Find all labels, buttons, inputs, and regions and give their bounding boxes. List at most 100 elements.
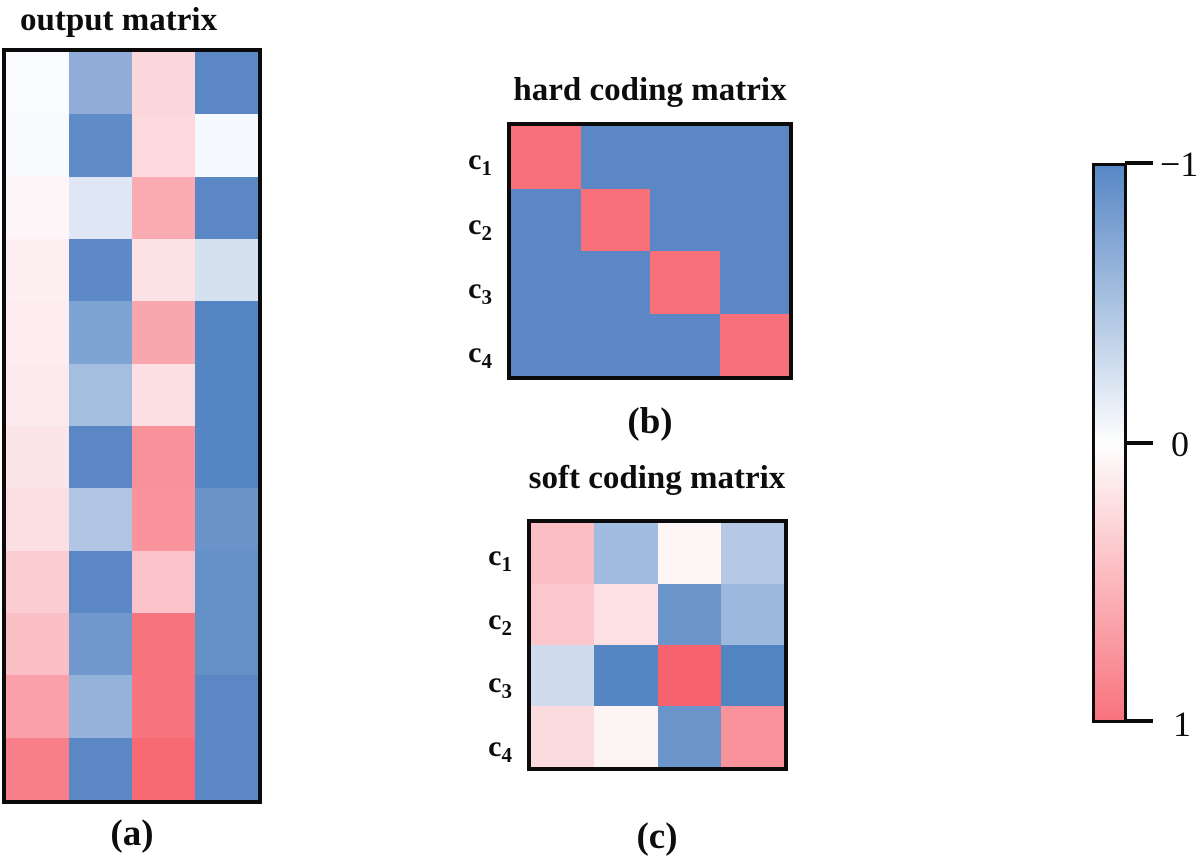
soft-coding-matrix-cell-r3c2 <box>594 645 658 706</box>
soft-coding-matrix-cell-r3c1 <box>531 645 595 706</box>
soft-coding-matrix-cell-r4c2 <box>594 706 658 767</box>
hard-coding-matrix-cell-r1c1 <box>511 126 581 189</box>
output-matrix-cell-r6c2 <box>69 363 132 426</box>
hard-coding-matrix-cell-r4c1 <box>511 313 581 376</box>
output-matrix-cell-r5c1 <box>6 301 69 364</box>
output-matrix-cell-r4c4 <box>195 238 258 302</box>
soft-coding-matrix-row-label-c1: c1 <box>488 539 512 576</box>
panel-b-caption: (b) <box>627 401 673 442</box>
soft-coding-matrix-row-label-c3: c3 <box>488 666 512 703</box>
output-matrix-cell-r4c3 <box>132 238 195 302</box>
output-matrix-cell-r7c4 <box>195 425 258 489</box>
output-matrix-cell-r12c4 <box>195 737 258 800</box>
output-matrix-cell-r5c3 <box>132 301 195 364</box>
output-matrix-cell-r8c1 <box>6 488 69 551</box>
hard-coding-matrix-cell-r3c1 <box>511 251 581 314</box>
colorbar-gradient <box>1092 163 1127 723</box>
output-matrix-cell-r8c3 <box>132 488 195 551</box>
output-matrix-cell-r2c1 <box>6 114 69 177</box>
soft-coding-matrix-cell-r1c2 <box>594 523 658 584</box>
output-matrix-cell-r11c4 <box>195 675 258 738</box>
output-matrix-cell-r10c3 <box>132 612 195 676</box>
hard-coding-matrix-cell-r3c4 <box>719 251 789 314</box>
output-matrix-cell-r3c2 <box>69 176 132 239</box>
soft-coding-matrix-cell-r2c4 <box>720 584 784 645</box>
output-matrix-cell-r10c4 <box>195 612 258 676</box>
output-matrix-cell-r3c4 <box>195 176 258 239</box>
colorbar-label-0: 0 <box>1171 424 1189 464</box>
hard-coding-matrix-cell-r4c2 <box>580 313 650 376</box>
soft-coding-matrix-cell-r1c1 <box>531 523 595 584</box>
soft-coding-matrix-cell-r2c3 <box>657 584 721 645</box>
output-matrix-cell-r12c2 <box>69 737 132 800</box>
output-matrix-cell-r10c2 <box>69 612 132 676</box>
output-matrix-cell-r12c1 <box>6 737 69 800</box>
output-matrix-cell-r7c2 <box>69 425 132 489</box>
hard-coding-matrix-row-label-c3: c3 <box>468 272 492 309</box>
soft-coding-matrix-cell-r2c2 <box>594 584 658 645</box>
output-matrix-cell-r9c4 <box>195 550 258 613</box>
hard-coding-matrix-cell-r2c1 <box>511 188 581 251</box>
output-matrix-cell-r5c2 <box>69 301 132 364</box>
hard-coding-matrix-cell-r2c2 <box>580 188 650 251</box>
hard-coding-matrix-title: hard coding matrix <box>513 72 787 108</box>
soft-coding-matrix-cell-r4c4 <box>720 706 784 767</box>
colorbar-label-1: 1 <box>1173 704 1191 744</box>
panel-c-caption: (c) <box>636 816 678 857</box>
colorbar-tick-top <box>1125 161 1153 165</box>
output-matrix-cell-r9c1 <box>6 550 69 613</box>
hard-coding-matrix-row-label-c4: c4 <box>468 336 492 373</box>
hard-coding-matrix-cell-r2c4 <box>719 188 789 251</box>
hard-coding-matrix-cell-r1c4 <box>719 126 789 189</box>
output-matrix-cell-r8c4 <box>195 488 258 551</box>
soft-coding-matrix-cell-r4c3 <box>657 706 721 767</box>
output-matrix-cell-r12c3 <box>132 737 195 800</box>
hard-coding-matrix-cell-r3c2 <box>580 251 650 314</box>
hard-coding-matrix-cell-r4c3 <box>650 313 720 376</box>
output-matrix-cell-r1c3 <box>132 52 195 115</box>
output-matrix-cell-r3c1 <box>6 176 69 239</box>
colorbar-tick-middle <box>1125 441 1153 445</box>
output-matrix-cell-r4c2 <box>69 238 132 302</box>
soft-coding-matrix-cell-r1c4 <box>720 523 784 584</box>
output-matrix-title: output matrix <box>20 2 218 38</box>
output-matrix-cell-r6c4 <box>195 363 258 426</box>
soft-coding-matrix-row-label-c2: c2 <box>488 603 512 640</box>
output-matrix-cell-r1c2 <box>69 52 132 115</box>
soft-coding-matrix-cell-r3c3 <box>657 645 721 706</box>
hard-coding-matrix-row-label-c1: c1 <box>468 143 492 180</box>
output-matrix-cell-r5c4 <box>195 301 258 364</box>
hard-coding-matrix-cell-r4c4 <box>719 313 789 376</box>
output-matrix-cell-r8c2 <box>69 488 132 551</box>
soft-coding-matrix-row-label-c4: c4 <box>488 730 512 767</box>
output-matrix-cell-r7c3 <box>132 425 195 489</box>
output-matrix-cell-r4c1 <box>6 238 69 302</box>
output-matrix-cell-r11c2 <box>69 675 132 738</box>
colorbar-label-minus1: −1 <box>1160 144 1199 184</box>
soft-coding-matrix-cell-r2c1 <box>531 584 595 645</box>
output-matrix-cell-r2c3 <box>132 114 195 177</box>
output-matrix-cell-r9c2 <box>69 550 132 613</box>
soft-coding-matrix-cell-r4c1 <box>531 706 595 767</box>
hard-coding-matrix-cell-r1c2 <box>580 126 650 189</box>
output-matrix-cell-r2c2 <box>69 114 132 177</box>
output-matrix-cell-r3c3 <box>132 176 195 239</box>
hard-coding-matrix-cell-r1c3 <box>650 126 720 189</box>
hard-coding-matrix-cell-r2c3 <box>650 188 720 251</box>
output-matrix-cell-r2c4 <box>195 114 258 177</box>
output-matrix-cell-r1c1 <box>6 52 69 115</box>
output-matrix-cell-r9c3 <box>132 550 195 613</box>
output-matrix-cell-r11c1 <box>6 675 69 738</box>
hard-coding-matrix-heatmap <box>507 122 793 380</box>
colorbar-tick-bottom <box>1125 719 1153 723</box>
soft-coding-matrix-title: soft coding matrix <box>528 460 786 496</box>
output-matrix-cell-r1c4 <box>195 52 258 115</box>
soft-coding-matrix-heatmap <box>527 519 788 771</box>
soft-coding-matrix-cell-r3c4 <box>720 645 784 706</box>
output-matrix-cell-r11c3 <box>132 675 195 738</box>
output-matrix-cell-r7c1 <box>6 425 69 489</box>
output-matrix-cell-r6c3 <box>132 363 195 426</box>
output-matrix-cell-r6c1 <box>6 363 69 426</box>
output-matrix-heatmap <box>2 48 262 804</box>
